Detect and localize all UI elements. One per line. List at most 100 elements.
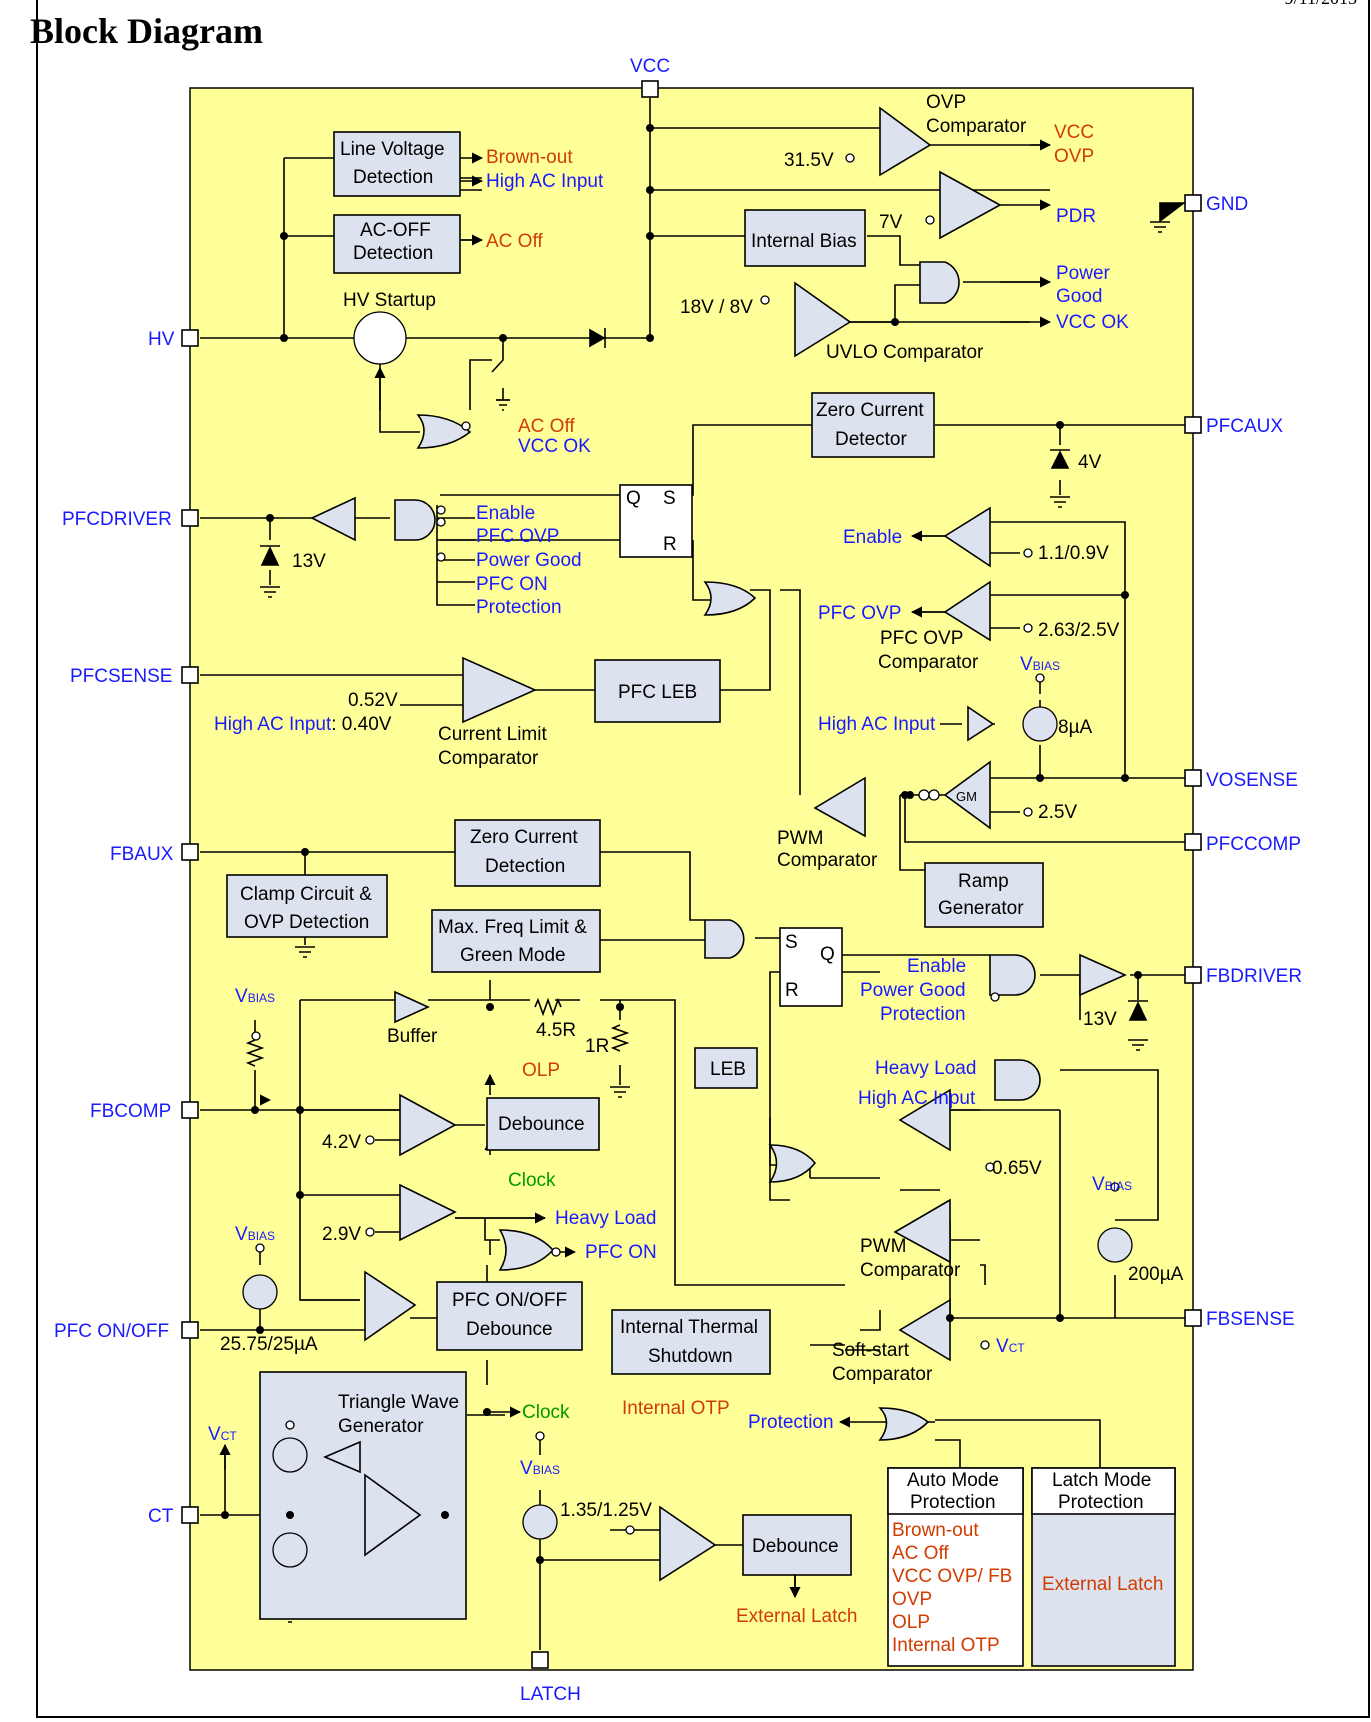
softstart-comparator	[898, 1298, 951, 1362]
resistors	[245, 997, 630, 1067]
protection-or-gate	[878, 1407, 930, 1441]
sr-q-label: Q	[626, 488, 641, 509]
pin-pfcaux-square	[1184, 416, 1202, 434]
ac-off-text-1: AC-OFF	[360, 220, 431, 241]
leb-block	[694, 1047, 758, 1089]
pin-hv-label: HV	[148, 329, 175, 350]
internal-bias-block	[744, 209, 866, 267]
page-frame	[36, 0, 1370, 1718]
pwm-comp-label-2: Comparator	[777, 850, 878, 871]
power-good-and-gate	[919, 261, 960, 304]
zero-current-detection-block	[454, 819, 601, 887]
pdr-label: PDR	[1056, 206, 1096, 227]
ac-off-text-2: Detection	[353, 243, 433, 264]
clamp-text-2: OVP Detection	[244, 912, 369, 933]
ramp-text-1: Ramp	[958, 871, 1009, 892]
power-good-pfc-label: Power Good	[476, 550, 582, 571]
gm-amplifier	[943, 760, 991, 830]
buffer-label: Buffer	[387, 1026, 438, 1047]
pfc-on-out-label: PFC ON	[585, 1242, 657, 1263]
v18-8-label: 18V / 8V	[680, 297, 753, 318]
ovp-comp-label-2: Comparator	[926, 116, 1027, 137]
v2-5-label: 2.5V	[1038, 802, 1077, 823]
pwm-comparator-2	[893, 1198, 951, 1264]
pfc-onoff-deb-text-1: PFC ON/OFF	[452, 1290, 567, 1311]
pfc-onoff-debounce-block	[436, 1281, 583, 1351]
protection-out-label: Protection	[748, 1412, 834, 1433]
pin-pfconoff-square	[181, 1321, 199, 1339]
ac-off-label: AC Off	[486, 231, 543, 252]
twg-small-buffer	[322, 1440, 361, 1474]
pin-hv-square	[181, 329, 199, 347]
hac-buffer	[967, 705, 995, 742]
vcc-ok-label-2: VCC OK	[518, 436, 591, 457]
internal-bias-text: Internal Bias	[751, 231, 857, 252]
ovp-comparator	[879, 106, 932, 177]
vbias-label-latch: VBIAS	[520, 1458, 560, 1479]
sr-r-label: R	[663, 534, 677, 555]
latch-mode-header	[1031, 1467, 1176, 1515]
pfc-onoff-deb-text-2: Debounce	[466, 1319, 553, 1340]
auto-mode-item: OVP	[892, 1589, 932, 1610]
fb-driver-and-gate	[989, 954, 1036, 996]
pfc-ovp-label: PFC OVP	[476, 526, 559, 547]
brown-out-label: Brown-out	[486, 147, 573, 168]
i8ua-label: 8µA	[1058, 717, 1093, 738]
gates	[394, 261, 1041, 1441]
zcd-pfc-text-2: Detector	[835, 429, 907, 450]
pin-gnd-label: GND	[1206, 194, 1248, 215]
thermal-shutdown-block	[611, 1309, 771, 1375]
protection-label: Protection	[476, 597, 562, 618]
vcc-ovp-label-1: VCC	[1054, 122, 1094, 143]
debounce-latch-text: Debounce	[752, 1536, 839, 1557]
debounce-latch-block	[742, 1514, 852, 1576]
debounce-olp-block	[486, 1097, 600, 1151]
small-circles	[242, 153, 1133, 1568]
twg-text-2: Generator	[338, 1416, 424, 1437]
date-corner: 9/11/2013	[1285, 0, 1357, 9]
pin-fbdriver-square	[1184, 966, 1202, 984]
softstart-label-2: Comparator	[832, 1364, 933, 1385]
uvlo-comp-label: UVLO Comparator	[826, 342, 984, 363]
pin-pfcsense-label: PFCSENSE	[70, 666, 172, 687]
pin-vosense-label: VOSENSE	[1206, 770, 1298, 791]
ramp-text-2: Generator	[938, 898, 1024, 919]
auto-mode-item: Internal OTP	[892, 1635, 1000, 1656]
thermal-text-2: Shutdown	[648, 1346, 733, 1367]
vbias-label-comp: VBIAS	[235, 986, 275, 1007]
vbias-label-fb: VBIAS	[1092, 1174, 1132, 1195]
line-voltage-text-2: Detection	[353, 167, 433, 188]
leb-text: LEB	[710, 1059, 746, 1080]
v4-2-label: 4.2V	[322, 1132, 361, 1153]
clamp-text-1: Clamp Circuit &	[240, 884, 372, 905]
pfc-reset-or-gate	[703, 581, 757, 616]
sr-s-label: S	[663, 488, 676, 509]
latch-mode-item: External Latch	[1042, 1574, 1163, 1595]
pfc-ovp-comp-label-1: PFC OVP	[880, 628, 963, 649]
v2-9-label: 2.9V	[322, 1224, 361, 1245]
r1-label: 1R	[585, 1036, 609, 1057]
pin-fbdriver-label: FBDRIVER	[1206, 966, 1302, 987]
pfc-leb-block	[594, 659, 721, 723]
sr2-r-label: R	[785, 980, 799, 1001]
line-voltage-detection-block	[333, 131, 461, 197]
gm-text: GM	[956, 789, 977, 804]
pin-vcc-label: VCC	[630, 56, 670, 77]
v13-fb-label: 13V	[1083, 1009, 1117, 1030]
pwm-comp2-label-2: Comparator	[860, 1260, 961, 1281]
auto-mode-item: OLP	[892, 1612, 930, 1633]
r4-5-label: 4.5R	[536, 1020, 576, 1041]
softstart-label-1: Soft-start	[832, 1340, 910, 1361]
pin-vcc-square	[641, 80, 659, 98]
pfc-on-label: PFC ON	[476, 574, 548, 595]
pfc-ovp-comp-label-2: Comparator	[878, 652, 979, 673]
latch-mode-text-2: Protection	[1058, 1492, 1144, 1513]
hv-startup-label: HV Startup	[343, 290, 436, 311]
maxfreq-text-2: Green Mode	[460, 945, 566, 966]
maxfreq-text-1: Max. Freq Limit &	[438, 917, 587, 938]
pwm-comp2-label-1: PWM	[860, 1236, 906, 1257]
pin-fbaux-square	[181, 843, 199, 861]
auto-mode-text-2: Protection	[910, 1492, 996, 1513]
clamp-ovp-block	[226, 874, 388, 938]
i200ua-label: 200µA	[1128, 1264, 1184, 1285]
